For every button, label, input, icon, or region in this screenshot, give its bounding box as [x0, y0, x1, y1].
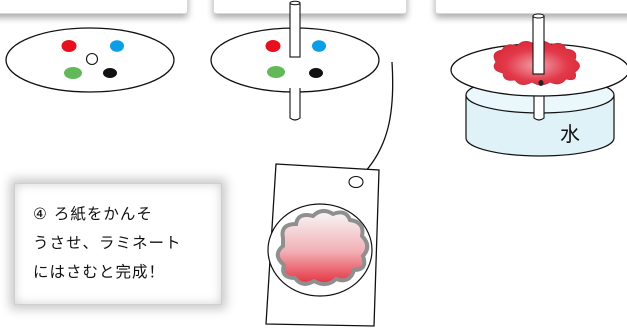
wick-bottom	[289, 88, 301, 121]
green-dot	[64, 67, 82, 79]
black-dot	[103, 68, 117, 78]
step2-box-partial	[213, 0, 407, 14]
wick-top	[289, 2, 301, 58]
step1-box-partial	[0, 0, 188, 14]
laminated-card	[265, 163, 380, 327]
step4-line-3: にはさむと完成！	[33, 263, 166, 281]
water-label: 水	[560, 122, 580, 146]
red-dot	[61, 40, 77, 52]
center-hole	[85, 52, 99, 66]
filter-paper-step2	[210, 0, 380, 121]
step4-instruction-box: ④ ろ紙をかんそ うさせ、ラミネート にはさむと完成！	[14, 183, 222, 305]
blue-dot	[110, 40, 124, 52]
filter-paper-step1	[5, 27, 175, 93]
card-hole	[348, 175, 364, 189]
step4-line-1: ④ ろ紙をかんそ	[33, 205, 153, 223]
water-setup-step3: 水	[450, 13, 627, 157]
step4-text: ④ ろ紙をかんそ うさせ、ラミネート にはさむと完成！	[33, 200, 213, 287]
step3-box-partial	[435, 0, 627, 14]
chromatogram-cloud	[275, 209, 370, 286]
step4-line-2: うさせ、ラミネート	[33, 234, 182, 252]
